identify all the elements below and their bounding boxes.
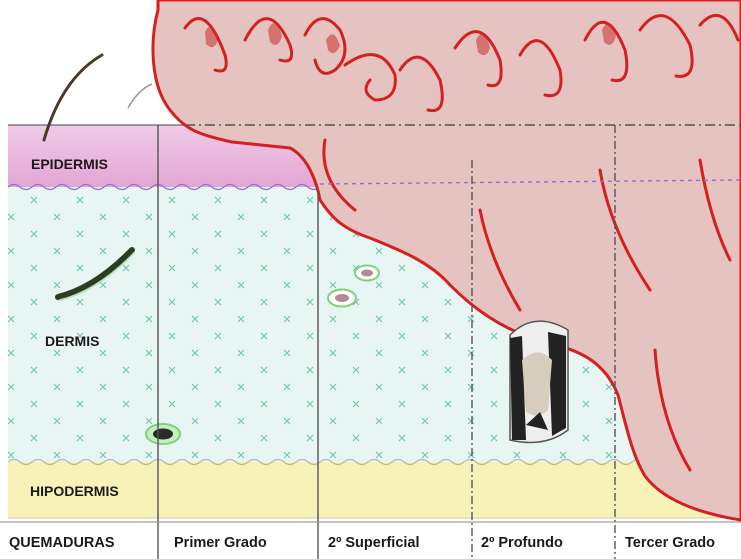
column-header-quemaduras: QUEMADURAS [9, 535, 115, 551]
column-primer-grado: Primer Grado [174, 535, 267, 551]
column-segundo-profundo: 2º Profundo [481, 535, 563, 551]
label-dermis: DERMIS [45, 333, 99, 349]
column-segundo-superficial: 2º Superficial [328, 535, 420, 551]
label-epidermis: EPIDERMIS [31, 156, 108, 172]
label-hipodermis: HIPODERMIS [30, 483, 119, 499]
column-tercer-grado: Tercer Grado [625, 535, 715, 551]
hair-follicle-arc [128, 84, 152, 108]
deep-hair-follicle [510, 321, 568, 442]
